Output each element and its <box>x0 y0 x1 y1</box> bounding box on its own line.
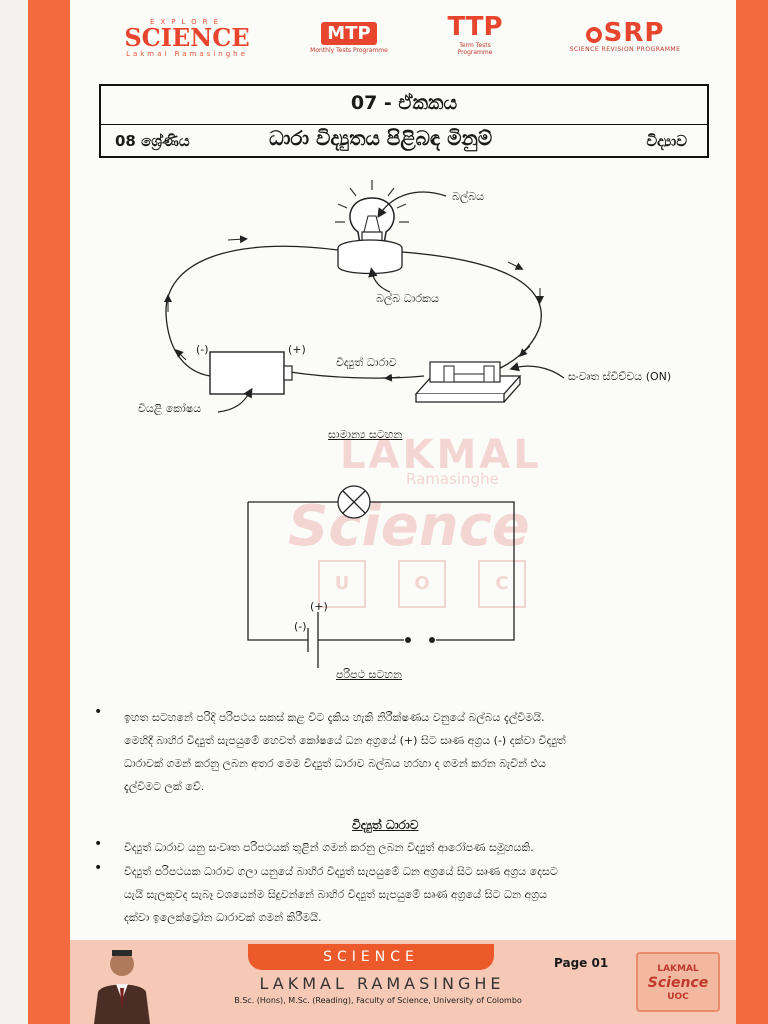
paragraph-observation: ඉහත සටහනේ පරිදි පරිපථය සකස් කළ විට දැකිය… <box>124 706 566 798</box>
wire-right <box>401 251 542 371</box>
section-heading: විද්‍යුත් ධාරාව <box>352 818 419 832</box>
bullet-icon: • <box>94 704 103 720</box>
watermark-line2: Ramasinghe <box>406 470 499 488</box>
lesson-title: ධාරා විද්‍යුතය පිළිබඳ මිනුම් <box>269 126 493 150</box>
grade-label: 08 ශ්‍රේණිය <box>115 132 190 150</box>
bulb-label-pointer <box>377 191 447 218</box>
watermark-element-u: U <box>318 560 366 608</box>
watermark: LAKMAL Ramasinghe Science U O C <box>258 420 558 630</box>
electron-flow-paragraph: විද්‍යුත් පරිපථයක ධාරාව ගලා යනුයේ බාහිර … <box>124 860 558 929</box>
srp-logo: SRP SCIENCE REVISION PROGRAMME <box>562 20 688 53</box>
switch-label-pointer <box>509 362 565 379</box>
science-logo-top: EXPLORE <box>150 18 224 26</box>
current-arrow <box>519 345 531 357</box>
cell-label-pointer <box>217 387 253 413</box>
lamp-symbol-icon <box>337 485 371 519</box>
dry-cell-label: වියළි කෝෂය <box>138 402 202 415</box>
watermark-element-c: C <box>478 560 526 608</box>
definition-text: විද්‍යුත් ධාරාව යනු සංවෘත පරිපථයක් තුළින… <box>124 841 534 854</box>
footer-logo-line3: UOC <box>667 992 689 1002</box>
schematic-positive-label: (+) <box>310 600 328 613</box>
left-orange-band <box>28 0 70 1024</box>
bullet-icon: • <box>94 860 103 876</box>
wire-middle <box>289 371 425 379</box>
mtp-logo-sub: Monthly Tests Programme <box>310 47 388 54</box>
unit-number: 07 - ඒකකය <box>350 92 458 114</box>
left-margin <box>0 0 28 1024</box>
title-divider <box>101 124 707 125</box>
switch-icon <box>414 361 522 403</box>
current-label: විද්‍යුත් ධාරාව <box>336 356 397 369</box>
paragraph2-line: යැයි සැලකුවද සැබෑ වශයෙන්ම සිදුවන්නේ බාහි… <box>124 888 548 901</box>
bulb-label: බල්බය <box>452 190 485 203</box>
srp-logo-sub: SCIENCE REVISION PROGRAMME <box>569 46 681 53</box>
figure1-caption: සාමාන්‍ය සටහන <box>328 428 403 441</box>
mtp-logo: MTP Monthly Tests Programme <box>310 22 388 54</box>
bulb-holder-icon <box>337 239 403 275</box>
footer-brand: SCIENCE <box>248 944 494 970</box>
mtp-logo-text: MTP <box>321 22 377 45</box>
author-qualification: B.Sc. (Hons), M.Sc. (Reading), Faculty o… <box>234 996 522 1005</box>
cell-positive-label: (+) <box>288 343 306 356</box>
holder-label-pointer <box>368 267 391 293</box>
science-logo-sub: Lakmal Ramasinghe <box>126 50 248 58</box>
ttp-logo: TTP Term Tests Programme <box>442 12 508 56</box>
schematic-wire <box>370 501 515 641</box>
schematic-circuit-diagram <box>247 485 515 668</box>
watermark-element-o: O <box>398 560 446 608</box>
paragraph1-line: දැල්වීමට ලක් වේ. <box>124 780 205 793</box>
watermark-line1: LAKMAL <box>340 432 542 478</box>
footer-logo: LAKMAL Science UOC <box>636 952 720 1012</box>
bulb-holder-label: බල්බ ධාරකය <box>376 292 439 305</box>
srp-ring-icon <box>585 27 602 43</box>
ttp-logo-sub: Term Tests Programme <box>457 42 493 56</box>
srp-logo-text: SRP <box>603 18 665 48</box>
title-box: 07 - ඒකකය 08 ශ්‍රේණිය ධාරා විද්‍යුතය පිළ… <box>99 84 709 158</box>
switch-label: සංවෘත ස්විච්චය (ON) <box>568 370 672 383</box>
science-logo: EXPLORE SCIENCE Lakmal Ramasinghe <box>122 18 252 58</box>
paragraph2-line: විද්‍යුත් පරිපථයක ධාරාව ගලා යනුයේ බාහිර … <box>124 865 558 878</box>
subject-label: විද්‍යාව <box>646 132 687 150</box>
paragraph1-line: ඉහත සටහනේ පරිදි පරිපථය සකස් කළ විට දැකිය… <box>124 711 545 724</box>
current-arrow <box>227 235 248 244</box>
footer-logo-line2: Science <box>647 975 709 991</box>
page-paper <box>70 0 736 1024</box>
schematic-negative-label: (-) <box>294 620 307 633</box>
current-arrow <box>507 261 524 270</box>
cell-symbol-icon <box>307 612 319 668</box>
paragraph1-line: ධාරාවක් ගමන් කරනු ලබන අතර මෙම විද්‍යුත් … <box>124 757 546 770</box>
watermark-line3: Science <box>288 494 530 559</box>
bulb-rays-icon <box>335 180 409 223</box>
paragraph2-line: දක්වා ඉලෙක්ට්‍රෝන ධාරාවක් ගමන් කිරීමයි. <box>124 911 322 924</box>
bullet-icon: • <box>94 836 103 852</box>
switch-symbol-icon <box>405 637 435 643</box>
cell-negative-label: (-) <box>196 343 209 356</box>
author-photo <box>86 940 156 1024</box>
schematic-wire <box>247 502 308 641</box>
current-arrow <box>175 349 187 361</box>
current-arrow <box>384 373 401 382</box>
author-name: LAKMAL RAMASINGHE <box>259 974 505 993</box>
paragraph1-line: මෙහිදී බාහිර විද්‍යුත් සැපයුමේ හෙවත් කෝෂ… <box>124 734 566 747</box>
page-number: Page 01 <box>554 956 609 970</box>
footer-logo-line1: LAKMAL <box>657 964 699 974</box>
right-orange-band <box>736 0 768 1024</box>
science-logo-text: SCIENCE <box>124 23 250 52</box>
dry-cell-icon <box>209 351 293 395</box>
figure2-caption: පරිපථ සටහන <box>336 668 402 681</box>
ttp-logo-text: TTP <box>447 12 503 42</box>
pictorial-circuit-diagram <box>164 180 565 413</box>
